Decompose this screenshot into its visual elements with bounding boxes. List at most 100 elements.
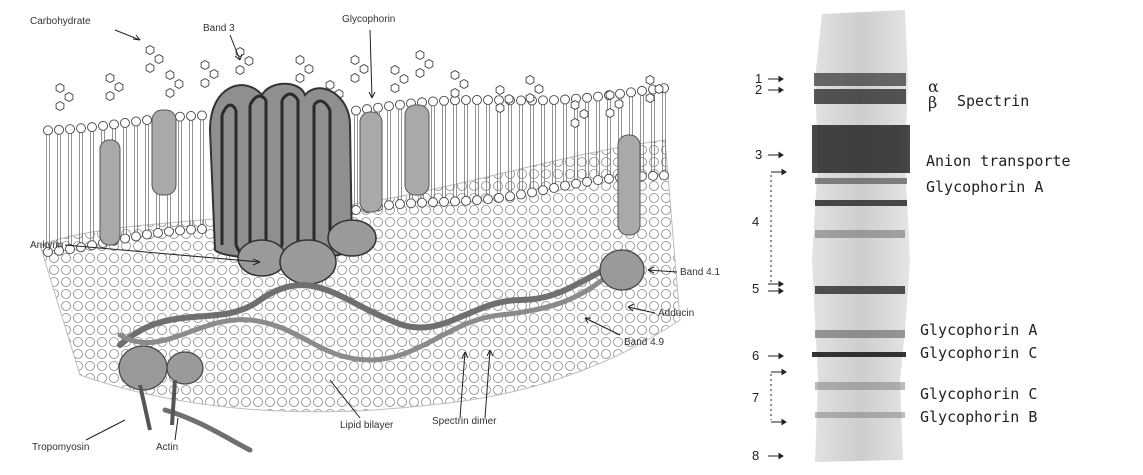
lipid-head <box>594 92 603 101</box>
carbohydrate-unit <box>526 76 534 85</box>
carbohydrate-unit <box>400 75 408 84</box>
band-anion-transporter <box>812 125 910 173</box>
carbohydrate-unit <box>326 81 334 90</box>
lane-number-2: 2 <box>755 82 762 97</box>
lipid-head <box>88 123 97 132</box>
band-glycophorin-a-2 <box>815 330 905 338</box>
label-glycophorin-b: Glycophorin B <box>920 408 1037 426</box>
lipid-head <box>374 103 383 112</box>
carbohydrate-unit <box>305 65 313 74</box>
glycophorin-shape <box>360 112 382 212</box>
lipid-head <box>440 197 449 206</box>
carbohydrate-unit <box>245 57 253 66</box>
carbohydrate-unit <box>571 119 579 128</box>
carbohydrate-unit <box>496 104 504 113</box>
carbohydrate-unit <box>351 74 359 83</box>
lipid-head <box>55 125 64 134</box>
label-lipid-bilayer: Lipid bilayer <box>340 420 394 431</box>
lipid-head <box>539 186 548 195</box>
carbohydrate-unit <box>416 51 424 60</box>
lipid-head <box>110 120 119 129</box>
lipid-head <box>638 86 647 95</box>
lipid-head <box>616 89 625 98</box>
tm-protein-2 <box>152 110 176 195</box>
lipid-head <box>517 96 526 105</box>
label-tropomyosin: Tropomyosin <box>32 442 89 453</box>
label-glycophorin-a-2: Glycophorin A <box>920 321 1037 339</box>
carbohydrate-unit <box>56 84 64 93</box>
carbohydrate-unit <box>106 74 114 83</box>
lipid-head <box>132 117 141 126</box>
lipid-head <box>473 95 482 104</box>
lipid-tail <box>388 110 391 201</box>
carbohydrate-unit <box>391 84 399 93</box>
band-pre-gly-a <box>815 178 907 184</box>
carbohydrate-unit <box>535 85 543 94</box>
lipid-head <box>462 96 471 105</box>
band-4-region <box>815 230 905 238</box>
label-glycophorin-c-2: Glycophorin C <box>920 385 1037 403</box>
label-glycophorin-a-1: Glycophorin A <box>926 178 1043 196</box>
lipid-head <box>77 124 86 133</box>
carbohydrate-unit <box>155 55 163 64</box>
lipid-head <box>506 192 515 201</box>
lipid-head <box>451 197 460 206</box>
lipid-head <box>429 97 438 106</box>
carbohydrate-unit <box>526 94 534 103</box>
carbohydrate-unit <box>351 56 359 65</box>
carbohydrate-unit <box>655 85 663 94</box>
lipid-head <box>473 196 482 205</box>
carbohydrate-unit <box>416 69 424 78</box>
lipid-head <box>132 232 141 241</box>
label-ankyrin: Ankyrin <box>30 240 63 251</box>
carbohydrate-unit <box>296 74 304 83</box>
carbohydrate-unit <box>166 89 174 98</box>
band-glycophorin-a-1 <box>815 200 907 206</box>
label-band3: Band 3 <box>203 23 235 34</box>
lipid-head <box>462 196 471 205</box>
label-band41: Band 4.1 <box>680 267 720 278</box>
lipid-head <box>407 199 416 208</box>
lipid-head <box>517 190 526 199</box>
band-alpha-spectrin <box>814 73 906 86</box>
carbohydrate-unit <box>460 80 468 89</box>
label-spectrin: Spectrin <box>957 92 1029 110</box>
lane-number-6: 6 <box>752 348 759 363</box>
lipid-tail <box>91 131 94 241</box>
carbohydrate-unit <box>201 79 209 88</box>
carbohydrate-unit <box>146 64 154 73</box>
lipid-tail <box>69 133 72 245</box>
lipid-head <box>198 225 207 234</box>
lipid-head <box>484 96 493 105</box>
carbohydrate-unit <box>580 110 588 119</box>
membrane-diagram: Carbohydrate Band 3 Glycophorin Ankyrin … <box>30 14 720 453</box>
lipid-head <box>495 96 504 105</box>
lipid-tail <box>190 120 193 226</box>
gel-panel: 1 2 3 4 5 6 7 8 α β Spectrin <box>752 10 1071 463</box>
carbohydrate-unit <box>571 101 579 110</box>
lane-number-4: 4 <box>752 214 759 229</box>
lane-number-3: 3 <box>755 147 762 162</box>
carbohydrate-unit <box>210 70 218 79</box>
lane-number-8: 8 <box>752 448 759 463</box>
carbohydrate-unit <box>451 89 459 98</box>
lipid-head <box>561 181 570 190</box>
carbohydrate-unit <box>360 65 368 74</box>
band-glycophorin-c-2 <box>815 382 905 390</box>
gel-labels: α β Spectrin Anion transporte Glycophori… <box>920 77 1071 426</box>
lipid-head <box>528 188 537 197</box>
lipid-head <box>44 126 53 135</box>
lipid-head <box>88 241 97 250</box>
band-glycophorin-c-1 <box>812 352 906 357</box>
lipid-head <box>165 227 174 236</box>
lipid-head <box>418 198 427 207</box>
lipid-head <box>66 125 75 134</box>
lipid-tail <box>80 132 83 243</box>
lipid-head <box>198 111 207 120</box>
band-glycophorin-b <box>815 412 905 418</box>
lipid-tail <box>201 119 204 225</box>
carbohydrate-unit <box>175 80 183 89</box>
lipid-head <box>176 226 185 235</box>
lipid-head <box>550 96 559 105</box>
lipid-head <box>385 201 394 210</box>
